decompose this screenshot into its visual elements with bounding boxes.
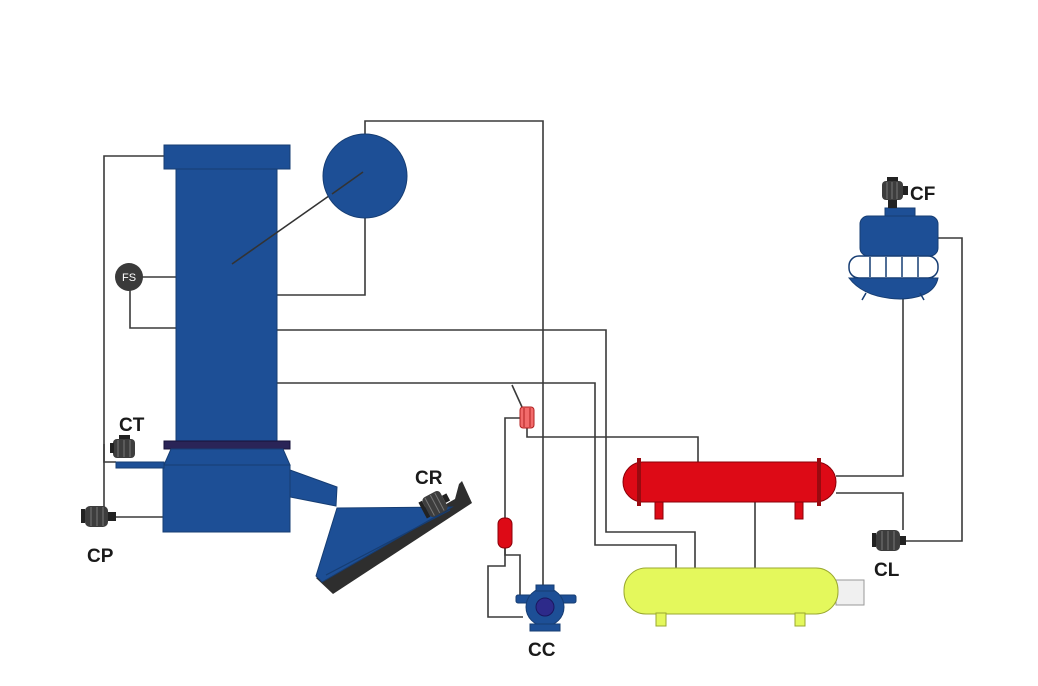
yellow-tank-leg-left bbox=[655, 612, 667, 627]
label-cl: CL bbox=[874, 560, 900, 581]
cyclone-drum bbox=[322, 133, 408, 219]
label-cr: CR bbox=[415, 468, 443, 489]
label-cc: CC bbox=[528, 640, 556, 661]
discharge-chute bbox=[289, 469, 338, 507]
label-cp: CP bbox=[87, 546, 114, 567]
column-base bbox=[162, 464, 291, 533]
cooling-tower-basin bbox=[847, 277, 939, 300]
column-top-cap bbox=[163, 144, 291, 170]
inline-filter bbox=[519, 406, 535, 429]
pipe-column-lower-to-yellow bbox=[277, 382, 677, 568]
ct-motor-icon bbox=[110, 435, 135, 458]
red-heat-exchanger bbox=[622, 458, 837, 520]
column-body bbox=[175, 168, 278, 442]
pipe-cyclone-top-loop bbox=[364, 120, 544, 590]
label-ct: CT bbox=[119, 415, 145, 436]
cc-pump-icon bbox=[515, 584, 577, 632]
red-tank-body bbox=[622, 461, 837, 503]
pipe-filter-to-vessel bbox=[504, 417, 521, 518]
pipe-vessel-to-pump-b bbox=[504, 548, 521, 598]
pipe-red-to-tower bbox=[836, 298, 904, 477]
yellow-tank bbox=[623, 567, 865, 627]
cc-pump-impeller bbox=[535, 597, 555, 617]
cl-motor-icon bbox=[872, 530, 906, 551]
cooling-tower-upper bbox=[859, 215, 939, 257]
flow-switch-bubble bbox=[115, 263, 143, 291]
red-tank-flange-right bbox=[817, 458, 821, 506]
pipe-diagonal-to-filter bbox=[511, 384, 523, 408]
yellow-tank-endcap bbox=[835, 579, 865, 606]
pipe-filter-to-red-tank bbox=[526, 427, 699, 463]
feed-tray bbox=[115, 461, 165, 469]
flow-switch-label: FS bbox=[122, 272, 136, 284]
inline-filter-body bbox=[519, 406, 535, 429]
cr-conveyor bbox=[315, 481, 472, 594]
yellow-tank-leg-right bbox=[794, 612, 806, 627]
pipe-column-to-yellow-tank bbox=[277, 329, 696, 568]
column-flange bbox=[163, 440, 291, 450]
label-cf: CF bbox=[910, 184, 935, 205]
cyclone-internal-line bbox=[331, 171, 364, 195]
cooling-tower-louvres bbox=[848, 255, 939, 279]
column-hopper bbox=[163, 448, 291, 466]
cf-motor-icon bbox=[882, 177, 908, 208]
red-tank-leg-right bbox=[794, 501, 804, 520]
pipe-cyclone-to-column bbox=[277, 218, 366, 296]
reactor-column bbox=[115, 144, 364, 533]
conveyor-belt-line bbox=[325, 509, 451, 576]
yellow-tank-body bbox=[623, 567, 839, 615]
flow-switch: FS bbox=[115, 263, 143, 291]
red-tank-leg-left bbox=[654, 501, 664, 520]
cooling-tower bbox=[847, 207, 939, 301]
cr-motor-icon bbox=[418, 491, 451, 519]
red-tank-flange-left bbox=[637, 458, 641, 506]
pipe-cl-to-tower bbox=[905, 237, 963, 542]
pipe-red-to-cl bbox=[836, 492, 904, 530]
pipe-network bbox=[103, 120, 963, 618]
small-red-vessel bbox=[497, 517, 513, 549]
cp-motor-icon bbox=[81, 506, 116, 527]
pipe-vessel-to-pump bbox=[487, 548, 523, 618]
pipe-fs-bottom bbox=[129, 290, 176, 329]
pipe-ct-to-feed bbox=[103, 444, 116, 463]
